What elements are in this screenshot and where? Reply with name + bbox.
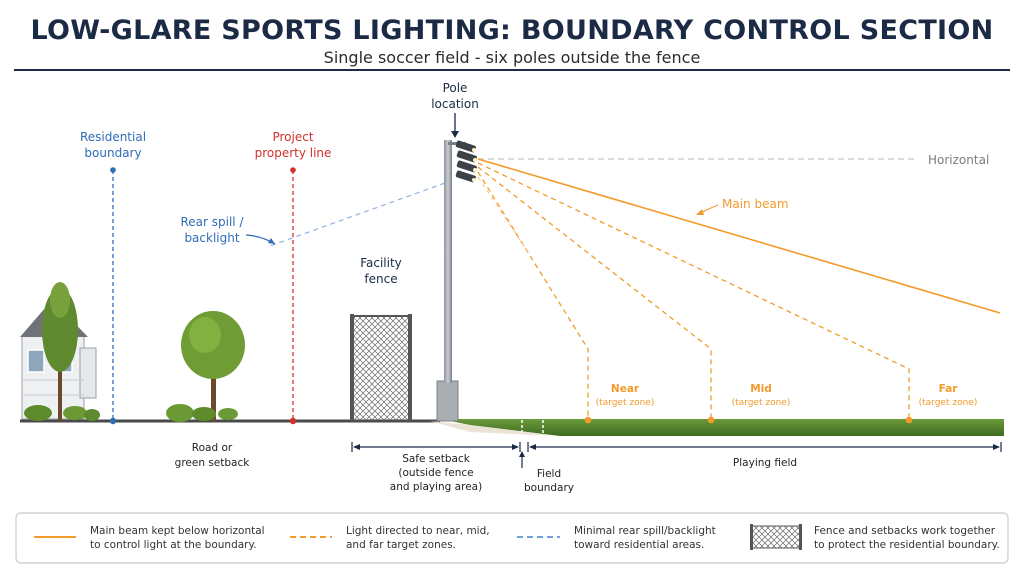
pole-location-label-1: Pole [443, 81, 468, 95]
road-setback-label-2: green setback [175, 457, 251, 469]
legend-item-2-line-1: Light directed to near, mid, [346, 525, 490, 537]
field-boundary-label-2: boundary [524, 482, 574, 494]
luminaire-cluster [455, 140, 477, 183]
horizontal-label: Horizontal [928, 153, 989, 167]
legend-item-3-line-2: toward residential areas. [574, 539, 704, 551]
pole-location-arrowhead [451, 131, 459, 138]
residential-boundary-top-dot [110, 167, 116, 173]
property-line-ground-dot [289, 417, 297, 425]
mid-zone-sub-label: (target zone) [732, 398, 791, 408]
far-zone-label: Far [939, 383, 959, 395]
near-zone-label: Near [611, 383, 640, 395]
legend-item-1-line-1: Main beam kept below horizontal [90, 525, 265, 537]
field-boundary-arrowhead [519, 451, 525, 457]
legend: Main beam kept below horizontal to contr… [15, 512, 1009, 564]
mid-zone-label: Mid [750, 383, 772, 395]
mid-beam-line [477, 166, 712, 419]
shrubs-middle [166, 404, 238, 422]
legend-item-1-line-2: to control light at the boundary. [90, 539, 257, 551]
playing-field-grass [440, 419, 1004, 436]
property-line-top-dot [290, 167, 296, 173]
residential-boundary-ground-dot [109, 417, 117, 425]
mid-target-dot [707, 416, 715, 424]
safe-setback-label-1: Safe setback [402, 453, 471, 465]
rear-spill-line [269, 182, 446, 247]
house-tree [42, 282, 78, 421]
safe-setback-label-2: (outside fence [398, 467, 473, 479]
shrubs-left [24, 405, 100, 421]
page-subtitle: Single soccer field - six poles outside … [324, 48, 701, 67]
upper-spill-line [477, 176, 529, 253]
setback-tree [181, 311, 245, 421]
field-boundary-label-1: Field [537, 468, 561, 480]
rear-spill-label-2: backlight [184, 231, 239, 245]
facility-fence [350, 314, 412, 421]
main-beam-label: Main beam [722, 197, 789, 211]
near-zone-sub-label: (target zone) [596, 398, 655, 408]
setback-dim-arrow-left [353, 444, 360, 450]
setback-ground [430, 421, 560, 436]
far-target-dot [905, 416, 913, 424]
property-line-label-2: property line [255, 146, 332, 160]
pole-location-label-2: location [431, 97, 479, 111]
main-beam-line [477, 158, 1001, 314]
near-target-dot [584, 416, 592, 424]
legend-box [15, 512, 1009, 564]
legend-item-4-line-1: Fence and setbacks work together [814, 525, 996, 537]
residential-boundary-label-1: Residential [80, 130, 146, 144]
main-beam-arrowhead [696, 209, 704, 215]
facility-fence-label-1: Facility [360, 256, 402, 270]
residential-boundary-label-2: boundary [84, 146, 141, 160]
setback-dim-arrow-right [512, 444, 519, 450]
near-beam-line [477, 171, 589, 419]
legend-fence-icon [750, 524, 802, 550]
light-pole [436, 140, 466, 422]
legend-item-2-line-2: and far target zones. [346, 539, 456, 551]
rear-spill-arrowhead [268, 238, 275, 244]
field-dim-arrow-right [993, 444, 1000, 450]
legend-item-3-line-1: Minimal rear spill/backlight [574, 525, 716, 537]
road-setback-label-1: Road or [192, 442, 233, 454]
rear-spill-label-1: Rear spill / [180, 215, 244, 229]
far-zone-sub-label: (target zone) [919, 398, 978, 408]
page-title: LOW-GLARE SPORTS LIGHTING: BOUNDARY CONT… [30, 15, 993, 46]
far-beam-line [477, 162, 910, 419]
property-line-label-1: Project [272, 130, 313, 144]
safe-setback-label-3: and playing area) [390, 481, 482, 493]
playing-field-label: Playing field [733, 457, 797, 469]
field-dim-arrow-left [529, 444, 536, 450]
legend-item-4-line-2: to protect the residential boundary. [814, 539, 1000, 551]
facility-fence-label-2: fence [364, 272, 397, 286]
